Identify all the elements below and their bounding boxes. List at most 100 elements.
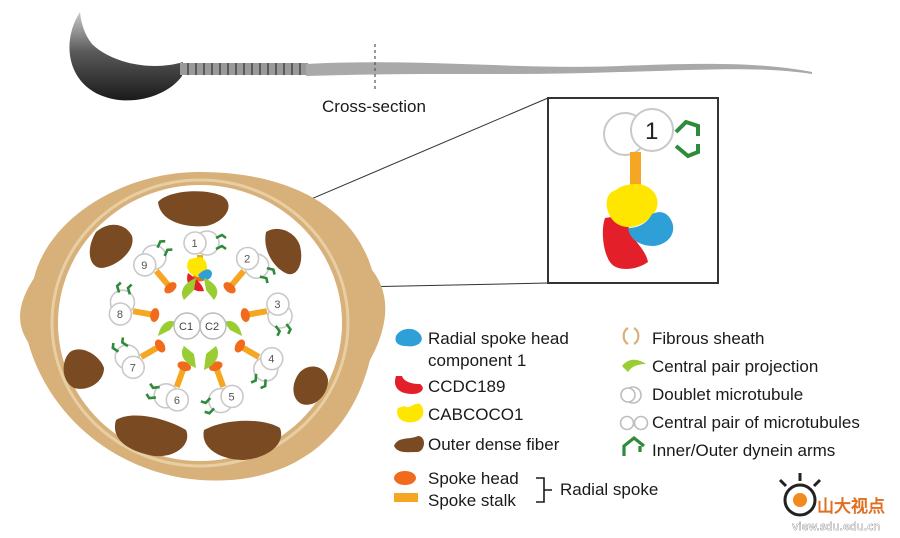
zoom-doublet-b-tubule	[630, 108, 674, 152]
sperm-illustration: Cross-section	[69, 12, 812, 116]
watermark-text: 山大视点	[817, 496, 885, 517]
radial-spoke-bracket	[536, 477, 552, 503]
spoke-head-4	[234, 339, 246, 353]
central-microtubule-c2	[199, 312, 227, 340]
doublet-4: 4	[234, 339, 284, 390]
legend-spoke-head: Spoke head	[428, 469, 519, 488]
sperm-tail	[306, 62, 812, 76]
spoke-stalk-7	[139, 345, 159, 360]
doublet-6: 6	[145, 361, 192, 412]
zoom-cabcoco1	[606, 184, 658, 228]
inner-ring	[50, 178, 350, 468]
spoke-stalk-5	[214, 368, 227, 388]
outer-dense-fibers	[63, 191, 328, 460]
cabcoco1-icon	[397, 403, 424, 423]
inner-dynein-arm-6	[149, 382, 160, 390]
outer-dense-fiber-4	[63, 349, 104, 389]
a-tubule-4	[259, 346, 284, 371]
cp-projection-2	[204, 278, 218, 300]
doublet-number-1: 1	[192, 238, 198, 250]
inner-dynein-arm-2	[259, 275, 269, 284]
central-pair-microtubules-icon	[619, 415, 649, 431]
outer-dense-fiber-2	[89, 224, 133, 268]
central-pair: C1 C2	[158, 278, 242, 370]
a-tubule-1	[183, 231, 207, 255]
zoom-doublet-number: 1	[645, 118, 658, 145]
doublet-8: 8	[108, 281, 160, 326]
legend-central-pair-projection: Central pair projection	[652, 357, 818, 376]
watermark: 山大视点 view.sdu.edu.cn	[778, 473, 885, 533]
legend-ccdc189: CCDC189	[428, 377, 505, 396]
cp-projection-6	[204, 346, 219, 370]
spoke-head-7	[154, 339, 166, 353]
outer-dense-fiber-5	[293, 366, 328, 405]
spoke-stalk-8	[132, 308, 152, 318]
inner-dynein-arm-5	[200, 397, 212, 405]
c2-label: C2	[205, 321, 219, 333]
spoke-head-2	[223, 282, 236, 294]
inner-dynein-arm-9	[163, 248, 173, 257]
legend-outer-dense-fiber: Outer dense fiber	[428, 435, 560, 454]
spoke-head-3	[240, 308, 250, 322]
outer-dense-fiber-6	[114, 415, 188, 457]
doublet-2: 2	[223, 246, 276, 294]
spoke-stalk-icon	[394, 493, 418, 502]
spoke-head-icon	[394, 471, 416, 485]
doublet-1: 1	[183, 230, 227, 292]
legend-fibrous-sheath: Fibrous sheath	[652, 329, 764, 348]
a-tubule-5	[220, 384, 244, 409]
inner-dynein-arm-8	[126, 283, 133, 295]
doublet-5: 5	[200, 361, 244, 415]
doublet-number-3: 3	[274, 299, 280, 311]
outer-dense-fiber-1	[158, 191, 229, 227]
a-tubule-6	[165, 388, 190, 412]
legend-dynein-arms: Inner/Outer dynein arms	[652, 441, 835, 460]
outer-dynein-arm-6	[145, 393, 157, 400]
spoke-stalk-4	[241, 345, 261, 360]
legend-radial-spoke: Radial spoke	[560, 480, 658, 499]
outer-dynein-arm-2	[266, 266, 276, 275]
c1-label: C1	[179, 321, 193, 333]
zoom-rsph1	[628, 212, 674, 246]
cp-projection-1	[181, 278, 196, 300]
legend-central-pair-microtubules: Central pair of microtubules	[652, 413, 860, 432]
zoom-inset: 1	[214, 97, 719, 291]
legend-rsph1-line1: Radial spoke head	[428, 329, 569, 348]
doublet-7: 7	[111, 337, 166, 380]
legend-cabcoco1: CABCOCO1	[428, 405, 523, 424]
spoke-stalk-9	[153, 268, 171, 287]
outer-dynein-arm-5	[204, 407, 215, 415]
cp-projection-4	[224, 320, 242, 336]
dynein-arms-icon	[622, 435, 645, 456]
outer-dense-fiber-7	[203, 420, 282, 460]
outer-dynein-arm-4	[260, 379, 267, 390]
cross-section-label: Cross-section	[322, 97, 426, 116]
outer-dense-fiber-icon	[394, 436, 424, 453]
doublet-number-4: 4	[268, 354, 274, 366]
sperm-midpiece-stripes	[187, 63, 301, 75]
a-tubule-9	[132, 253, 157, 277]
radial-spoke-head-component-1-icon	[395, 328, 422, 347]
legend-spoke-stalk: Spoke stalk	[428, 491, 516, 510]
outer-dynein-arm-7	[111, 342, 120, 353]
outer-dynein-arm-1	[215, 233, 227, 240]
outer-dynein-arm-9	[156, 239, 166, 249]
a-tubule-7	[121, 355, 146, 380]
sperm-head	[69, 12, 183, 101]
a-tubule-8	[108, 302, 133, 326]
zoom-spoke-stalk	[630, 152, 641, 194]
spoke-head-9	[164, 282, 177, 294]
a-tubule-2	[235, 246, 260, 271]
spoke-head-8	[150, 308, 160, 322]
a-tubule-3	[266, 292, 290, 316]
inner-dynein-arm-3	[274, 325, 282, 337]
watermark-url: view.sdu.edu.cn	[792, 520, 880, 533]
cp-projection-3	[158, 320, 176, 336]
doublet-number-2: 2	[244, 254, 250, 266]
cp-projection-5	[181, 346, 196, 368]
inner-dynein-arm-4	[250, 373, 258, 384]
ccdc189-icon	[394, 376, 423, 394]
doublet-number-8: 8	[117, 309, 123, 321]
